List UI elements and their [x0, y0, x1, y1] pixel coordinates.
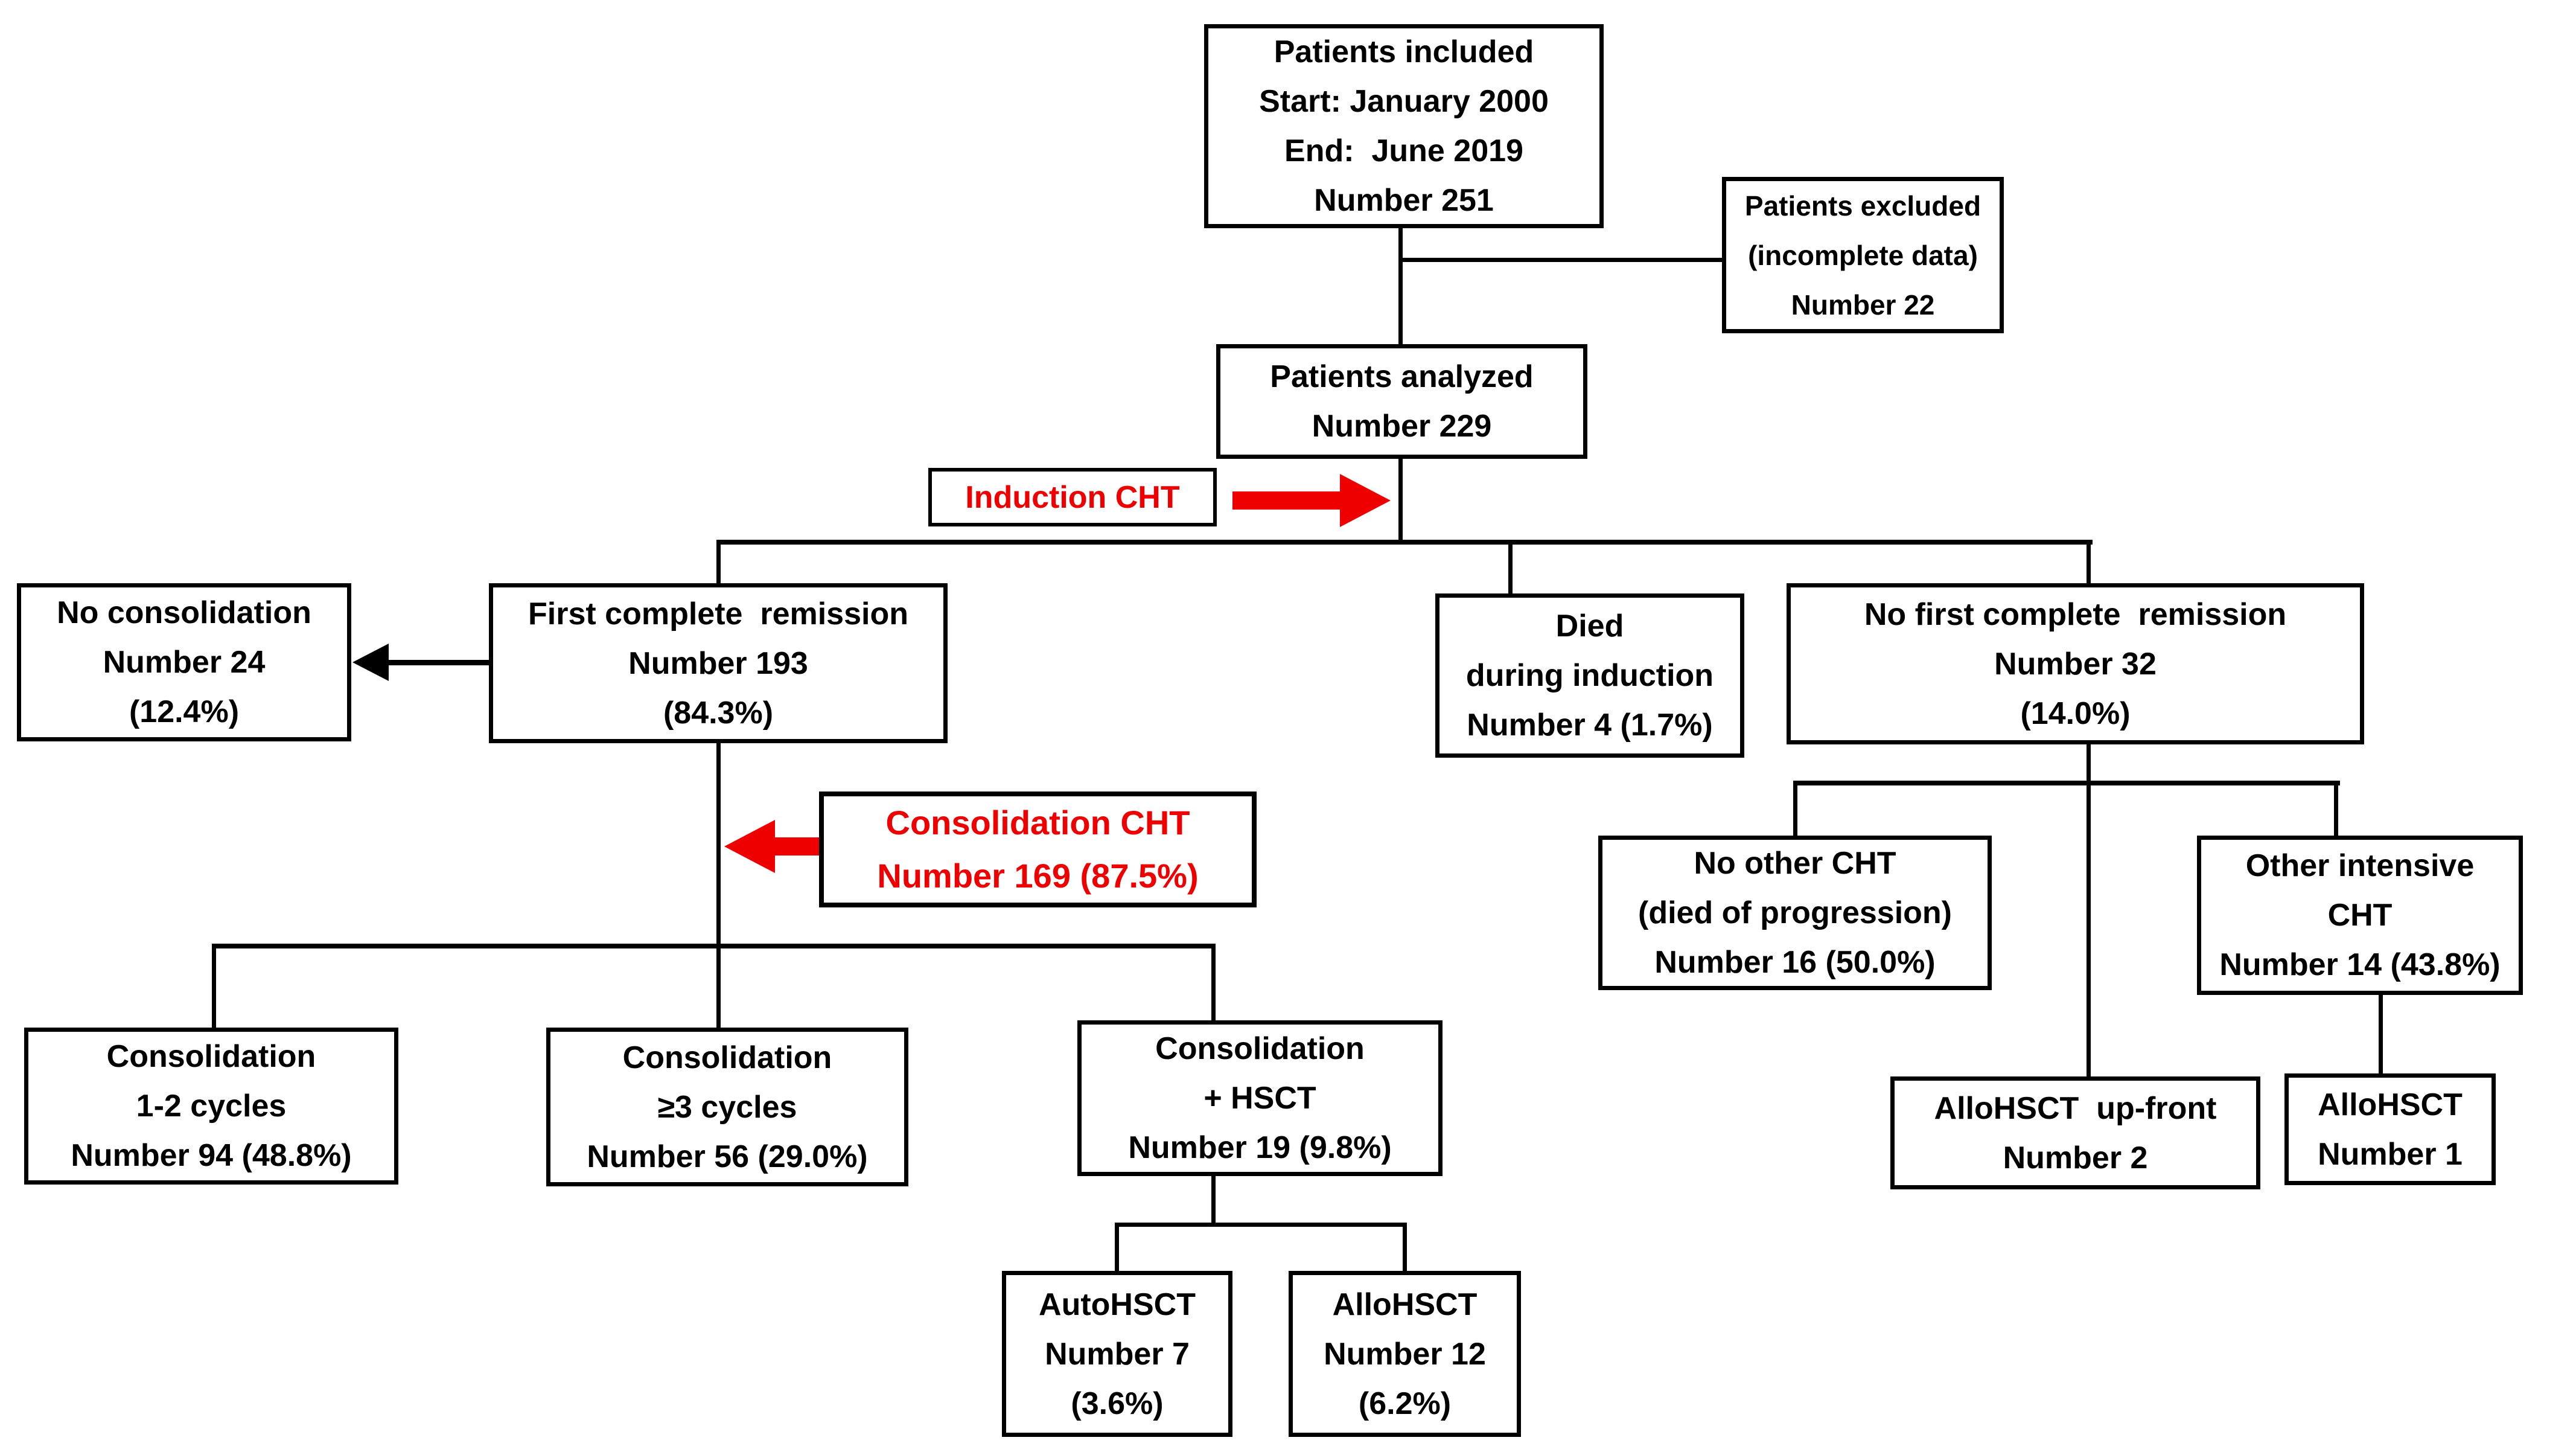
no-consolidation-arrow-icon [352, 641, 489, 683]
text-line: Number 12 [1324, 1336, 1486, 1372]
patients-included-box: Patients included Start: January 2000 En… [1204, 24, 1604, 228]
connector-included-analyzed [1398, 226, 1403, 347]
consolidation-3plus-cycles-box: Consolidation ≥3 cycles Number 56 (29.0%… [546, 1028, 908, 1186]
connector-no-first-cr-down [2087, 742, 2091, 1079]
text-line: Number 169 (87.5%) [877, 857, 1199, 895]
text-line: Number 14 (43.8%) [2219, 947, 2501, 982]
text-line: Number 193 [628, 645, 808, 681]
text-line: Number 94 (48.8%) [71, 1138, 352, 1173]
allo-hsct-1-box: AlloHSCT Number 1 [2284, 1073, 2496, 1185]
text-line: Consolidation [1155, 1031, 1365, 1066]
allo-hsct-upfront-box: AlloHSCT up-front Number 2 [1890, 1076, 2260, 1189]
text-line: Number 2 [2003, 1140, 2148, 1175]
text-line: Number 16 (50.0%) [1654, 945, 1936, 980]
text-line: Number 1 [2318, 1136, 2463, 1172]
consolidation-1-2-cycles-box: Consolidation 1-2 cycles Number 94 (48.8… [24, 1028, 398, 1185]
connector-drop-first-cr [716, 541, 721, 586]
text-line: (6.2%) [1358, 1386, 1452, 1421]
consolidation-hsct-box: Consolidation + HSCT Number 19 (9.8%) [1077, 1020, 1443, 1176]
connector-cons-hsct-down [1211, 1174, 1216, 1227]
text-line: Died [1555, 609, 1624, 644]
consolidation-cht-arrow-icon [724, 820, 821, 873]
no-consolidation-box: No consolidation Number 24 (12.4%) [17, 583, 351, 741]
text-line: Patients analyzed [1270, 359, 1534, 394]
text-line: End: June 2019 [1284, 133, 1523, 168]
text-line: AlloHSCT [1332, 1287, 1478, 1322]
text-line: Consolidation [622, 1040, 832, 1075]
text-line: Number 22 [1791, 289, 1935, 321]
induction-cht-arrow-icon [1232, 474, 1391, 527]
branch-line-hsct-types [1115, 1223, 1407, 1227]
connector-drop-no-first-cr [2087, 541, 2091, 586]
text-line: Patients excluded [1744, 190, 1981, 222]
text-line: No other CHT [1694, 846, 1896, 881]
text-line: Number 4 (1.7%) [1467, 708, 1713, 743]
connector-drop-other-intensive [2334, 782, 2338, 838]
branch-line-induction-outcomes [716, 540, 2093, 545]
text-line: Number 19 (9.8%) [1128, 1130, 1392, 1165]
text-line: + HSCT [1204, 1081, 1316, 1116]
arrow-shaft [387, 660, 489, 665]
text-line: (3.6%) [1071, 1386, 1164, 1421]
connector-drop-cons-hsct [1211, 945, 1216, 1023]
text-line: ≥3 cycles [657, 1089, 797, 1125]
text-line: No first complete remission [1864, 596, 2287, 632]
text-line: Other intensive [2245, 848, 2475, 883]
connector-first-cr-down [716, 741, 721, 1030]
connector-excluded-branch [1400, 258, 1722, 262]
consolidation-cht-label-box: Consolidation CHT Number 169 (87.5%) [819, 792, 1257, 907]
patients-analyzed-box: Patients analyzed Number 229 [1216, 344, 1587, 459]
text-line: Number 56 (29.0%) [587, 1139, 868, 1174]
text-line: CHT [2327, 898, 2393, 933]
text-line: (14.0%) [2020, 696, 2131, 731]
text-line: Number 229 [1312, 409, 1492, 444]
connector-analyzed-down [1398, 456, 1403, 545]
first-complete-remission-box: First complete remission Number 193 (84.… [489, 583, 948, 743]
text-line: AlloHSCT [2318, 1087, 2463, 1122]
patients-excluded-box: Patients excluded (incomplete data) Numb… [1722, 177, 2004, 333]
connector-drop-no-other-cht [1793, 782, 1797, 838]
arrow-head [352, 644, 389, 681]
no-first-complete-remission-box: No first complete remission Number 32 (1… [1787, 583, 2364, 744]
text-line: Induction CHT [965, 479, 1180, 515]
text-line: Number 24 [103, 645, 266, 680]
text-line: 1-2 cycles [136, 1089, 287, 1124]
text-line: Number 32 [1994, 646, 2157, 682]
text-line: (died of progression) [1638, 895, 1952, 930]
text-line: Start: January 2000 [1259, 84, 1549, 119]
induction-cht-label-box: Induction CHT [928, 468, 1217, 526]
connector-drop-allo-hsct-12 [1403, 1224, 1407, 1273]
arrow-shaft [774, 837, 821, 856]
no-other-cht-box: No other CHT (died of progression) Numbe… [1598, 836, 1992, 990]
text-line: First complete remission [528, 596, 908, 632]
died-during-induction-box: Died during induction Number 4 (1.7%) [1435, 593, 1744, 758]
text-line: No consolidation [57, 595, 311, 630]
arrow-head [1340, 474, 1391, 527]
connector-drop-auto-hsct [1115, 1224, 1119, 1273]
text-line: Consolidation CHT [885, 804, 1190, 842]
other-intensive-cht-box: Other intensive CHT Number 14 (43.8%) [2197, 836, 2523, 995]
allo-hsct-12-box: AlloHSCT Number 12 (6.2%) [1289, 1271, 1521, 1437]
text-line: (84.3%) [663, 695, 774, 731]
connector-drop-died [1508, 541, 1513, 596]
branch-line-no-cr-options [1793, 781, 2340, 785]
text-line: AlloHSCT up-front [1934, 1090, 2217, 1126]
connector-other-intensive-down [2379, 993, 2383, 1076]
text-line: Patients included [1274, 34, 1534, 69]
text-line: Number 251 [1314, 183, 1494, 218]
text-line: Consolidation [106, 1039, 316, 1074]
arrow-shaft [1232, 491, 1341, 510]
text-line: (12.4%) [129, 694, 240, 729]
text-line: during induction [1465, 658, 1714, 693]
text-line: Number 7 [1045, 1336, 1190, 1372]
arrow-head [724, 820, 775, 873]
auto-hsct-7-box: AutoHSCT Number 7 (3.6%) [1002, 1271, 1232, 1437]
connector-drop-cons-1-2 [212, 945, 216, 1030]
branch-line-consolidation [212, 944, 1216, 948]
text-line: (incomplete data) [1748, 239, 1978, 271]
text-line: AutoHSCT [1039, 1287, 1196, 1322]
